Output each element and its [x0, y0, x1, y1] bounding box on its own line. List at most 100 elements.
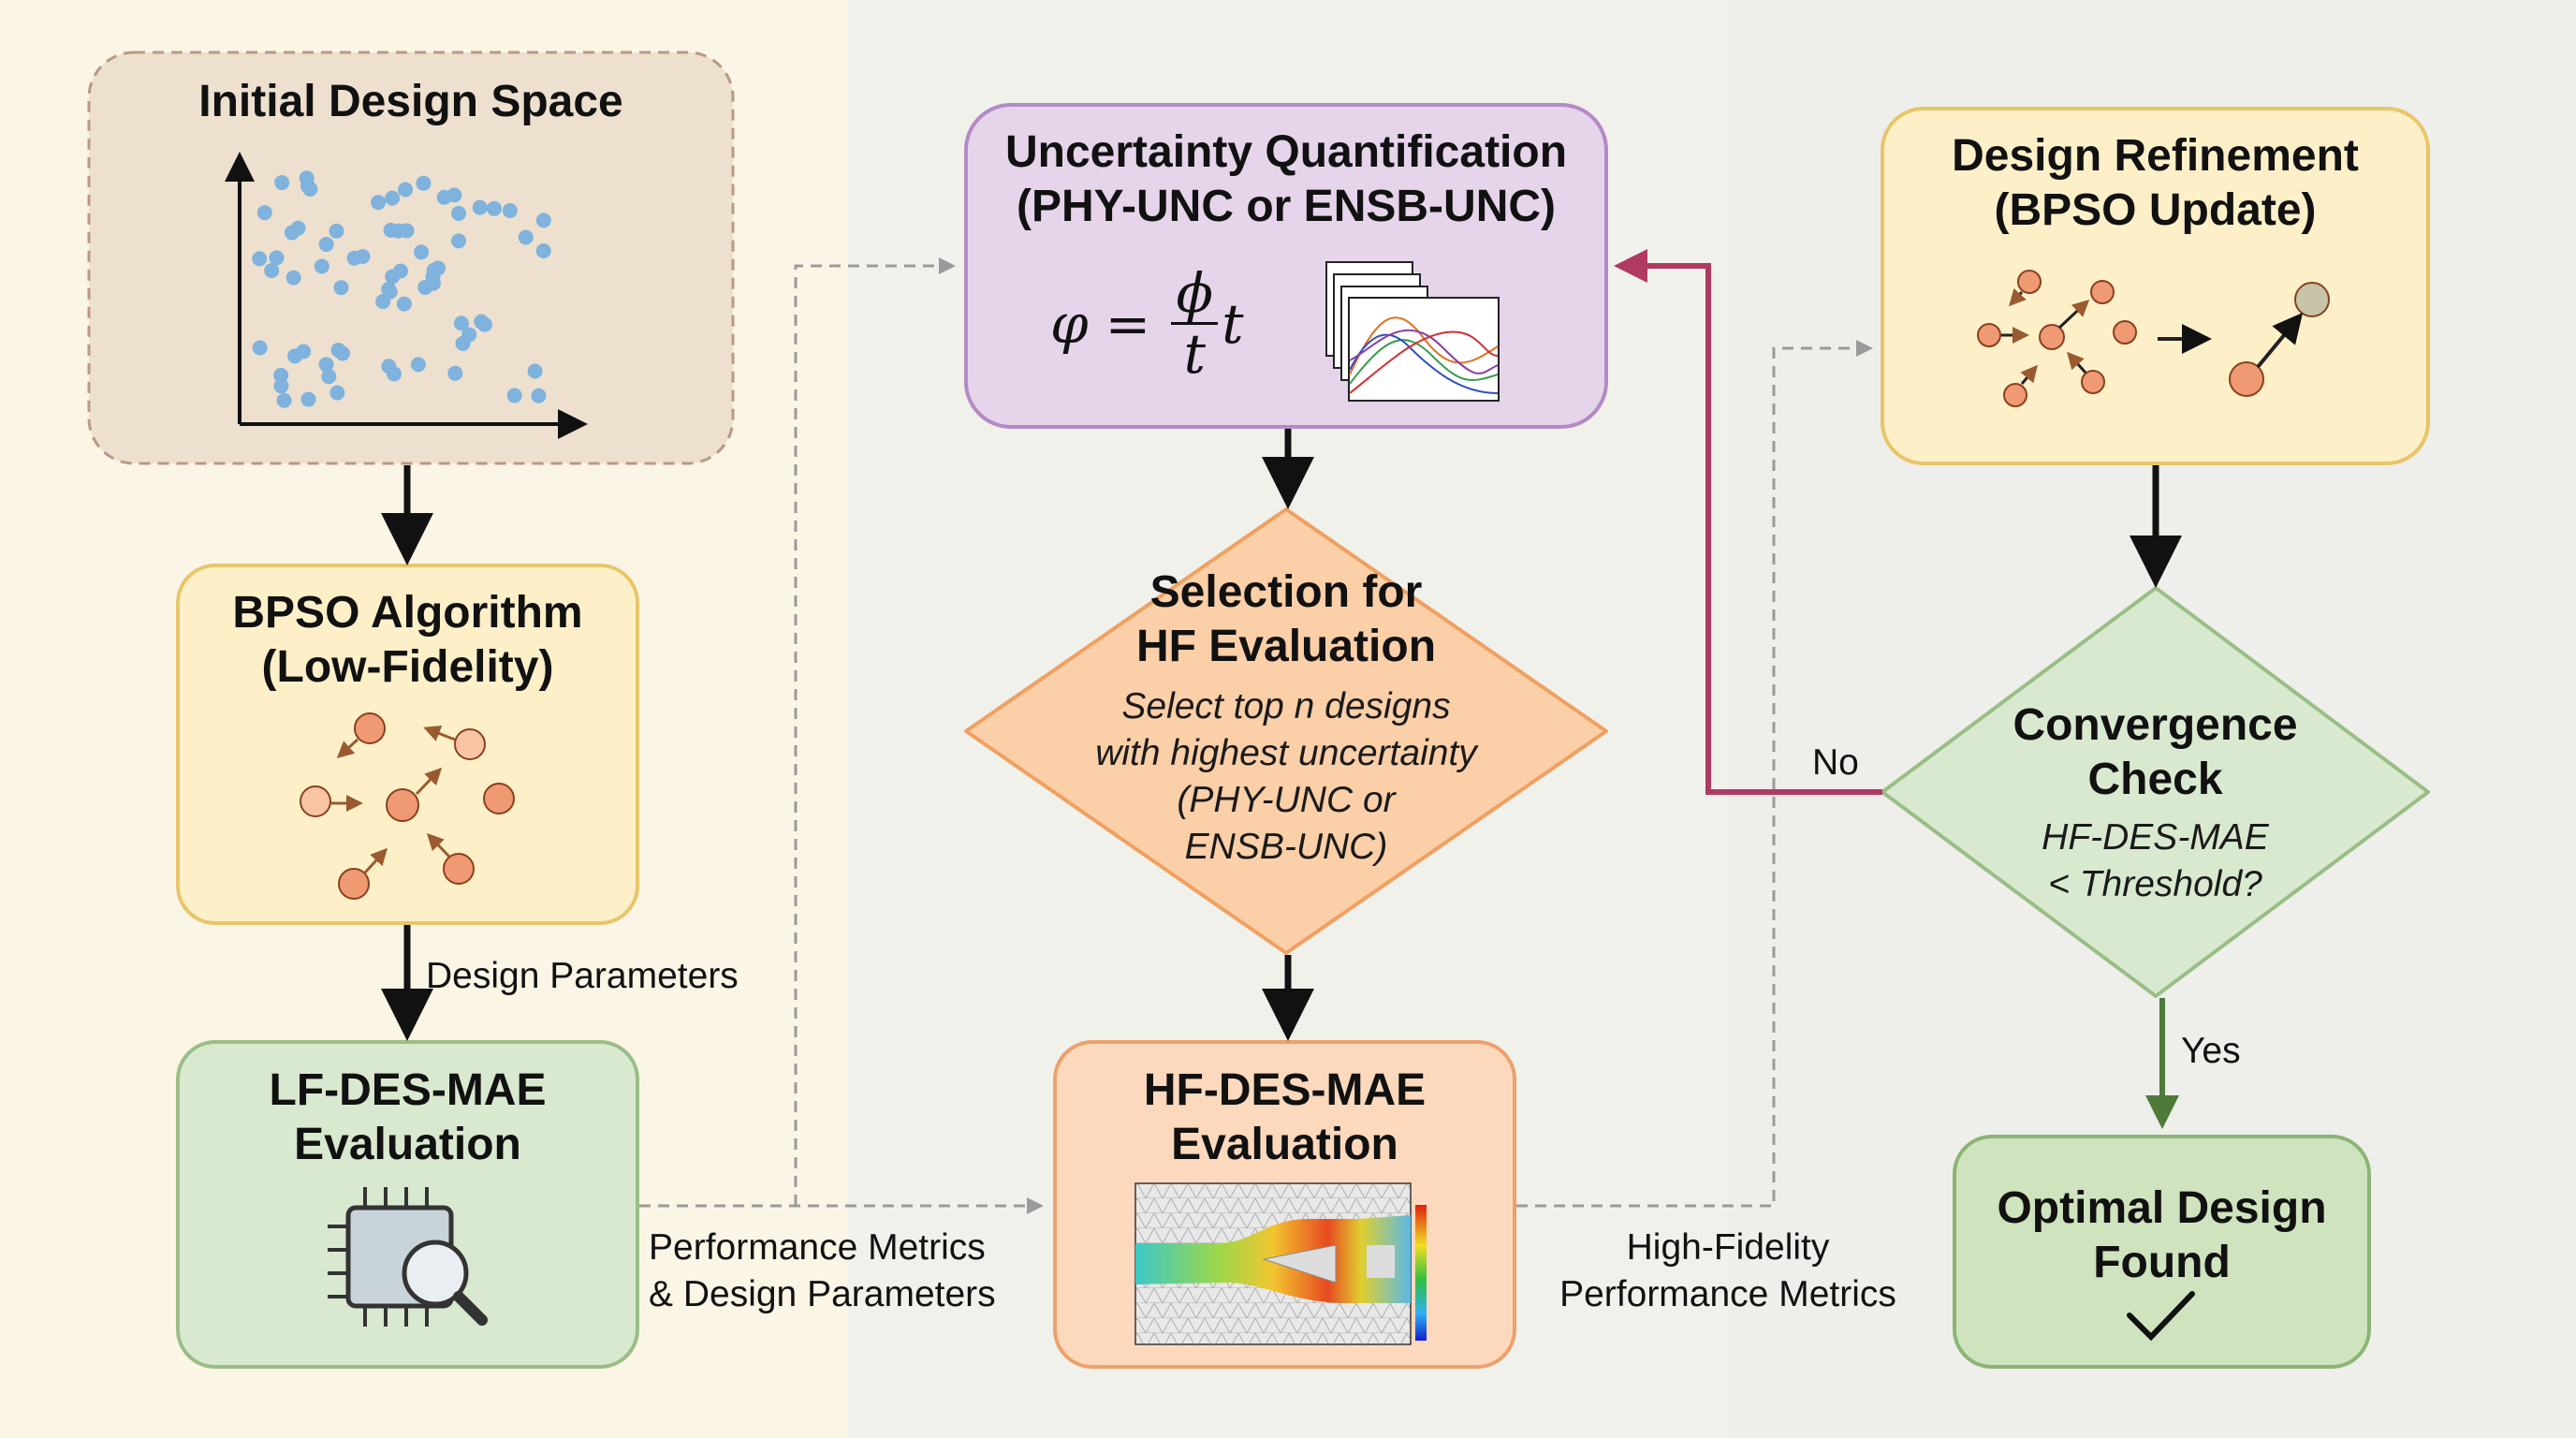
title-line: Check — [2087, 755, 2223, 804]
scatter-dot — [276, 392, 292, 408]
scatter-dot — [436, 189, 452, 205]
scatter-dot — [531, 388, 547, 404]
particle-swarm-icon — [300, 712, 515, 900]
refinement-title: Design Refinement(BPSO Update) — [1882, 129, 2428, 238]
scatter-dot — [333, 280, 349, 296]
scatter-dot — [321, 369, 337, 385]
refinement-box — [1881, 107, 2430, 465]
scatter-dot — [414, 244, 430, 260]
scatter-dot — [256, 205, 272, 221]
scatter-dot — [300, 391, 316, 407]
scatter-dot — [269, 250, 285, 266]
desc-line: with highest uncertainty — [1095, 733, 1477, 773]
scatter-dot — [329, 385, 345, 401]
scatter-dot — [451, 205, 467, 221]
chip-magnifier-icon — [328, 1187, 488, 1327]
arrow-hf-to-refinement — [1516, 340, 1873, 1208]
scatter-dot — [535, 213, 551, 228]
desc-line: < Threshold? — [2048, 864, 2262, 904]
title-line: Selection for — [1149, 567, 1423, 617]
desc-line: ENSB-UNC) — [1184, 827, 1388, 867]
scatter-dot — [502, 202, 518, 218]
arrow-no-loop — [1614, 249, 1882, 795]
desc-line: Select top n designs — [1121, 686, 1451, 726]
scatter-dot — [453, 315, 469, 331]
title-line: Found — [2093, 1238, 2231, 1287]
arrow-lf-to-uq — [794, 257, 956, 1206]
initial-design-space-title: Initial Design Space — [89, 75, 733, 129]
scatter-dot — [346, 250, 362, 266]
scatter-dot — [371, 195, 387, 211]
cfd-flow-field-image — [1134, 1182, 1427, 1345]
scatter-dot — [385, 190, 401, 206]
title-line: Optimal Design — [1997, 1183, 2327, 1233]
eq-tail: t — [1222, 291, 1244, 356]
scatter-dot — [375, 294, 391, 310]
scatter-dot — [264, 262, 280, 278]
label-no: No — [1812, 742, 1859, 783]
uq-title: Uncertainty Quantification (PHY-UNC or EN… — [966, 125, 1606, 234]
bpso-title: BPSO Algorithm(Low-Fidelity) — [178, 586, 637, 695]
scatter-dot — [398, 182, 414, 198]
scatter-dot — [252, 251, 268, 267]
scatter-dot — [506, 388, 522, 404]
scatter-dot — [527, 363, 543, 379]
eq-lhs: φ — [1050, 291, 1089, 356]
title-line: Uncertainty Quantification — [1004, 127, 1568, 177]
scatter-dot — [273, 367, 289, 383]
stacked-charts-icon — [1325, 261, 1500, 402]
scatter-dot — [299, 170, 315, 186]
scatter-dot — [390, 223, 406, 239]
eq-sign: = — [1105, 291, 1151, 356]
selection-description: Select top n designs with highest uncerta… — [1005, 683, 1567, 871]
scatter-dot — [486, 200, 502, 216]
title-line: (Low-Fidelity) — [261, 642, 554, 692]
optimal-box — [1953, 1135, 2371, 1369]
title-line: (PHY-UNC or ENSB-UNC) — [1017, 182, 1556, 231]
desc-line: HF-DES-MAE — [2042, 817, 2269, 858]
scatter-dot — [287, 348, 303, 364]
title-line: LF-DES-MAE — [269, 1065, 547, 1115]
eq-denominator: t — [1183, 322, 1206, 386]
label-line: Performance Metrics — [649, 1227, 986, 1268]
desc-line: (PHY-UNC or — [1177, 780, 1396, 820]
title-line: (BPSO Update) — [1994, 185, 2317, 235]
scatter-dot — [410, 357, 426, 373]
label-line: Performance Metrics — [1559, 1274, 1896, 1314]
particle-update-icon — [1977, 270, 2330, 407]
title-line: Evaluation — [294, 1120, 521, 1169]
scatter-dot — [285, 270, 301, 286]
label-yes: Yes — [2181, 1031, 2241, 1071]
scatter-dot — [416, 175, 432, 191]
scatter-dot — [273, 378, 289, 394]
scatter-dot — [330, 342, 346, 358]
bpso-box — [176, 564, 639, 925]
title-line: BPSO Algorithm — [232, 588, 583, 638]
convergence-diamond — [1881, 586, 2430, 998]
scatter-plot-icon — [225, 152, 588, 439]
scatter-dot — [518, 229, 534, 245]
title-line: Evaluation — [1171, 1120, 1398, 1169]
title-text: Initial Design Space — [198, 77, 623, 126]
fraction-bar — [1171, 322, 1219, 325]
eq-numerator: ϕ — [1176, 261, 1213, 325]
scatter-dot — [252, 340, 268, 356]
scatter-dot — [318, 237, 334, 253]
title-line: HF Evaluation — [1135, 622, 1437, 671]
convergence-description: HF-DES-MAE < Threshold? — [1929, 814, 2381, 908]
scatter-dot — [535, 242, 551, 258]
scatter-dot — [314, 258, 329, 274]
label-performance-metrics: Performance Metrics& Design Parameters — [649, 1225, 996, 1318]
selection-diamond — [964, 507, 1608, 955]
scatter-dot — [450, 233, 466, 249]
scatter-dot — [290, 220, 306, 236]
scatter-dot — [392, 263, 408, 279]
scatter-dot — [472, 199, 488, 215]
scatter-dot — [329, 223, 344, 239]
scatter-dot — [447, 365, 463, 381]
